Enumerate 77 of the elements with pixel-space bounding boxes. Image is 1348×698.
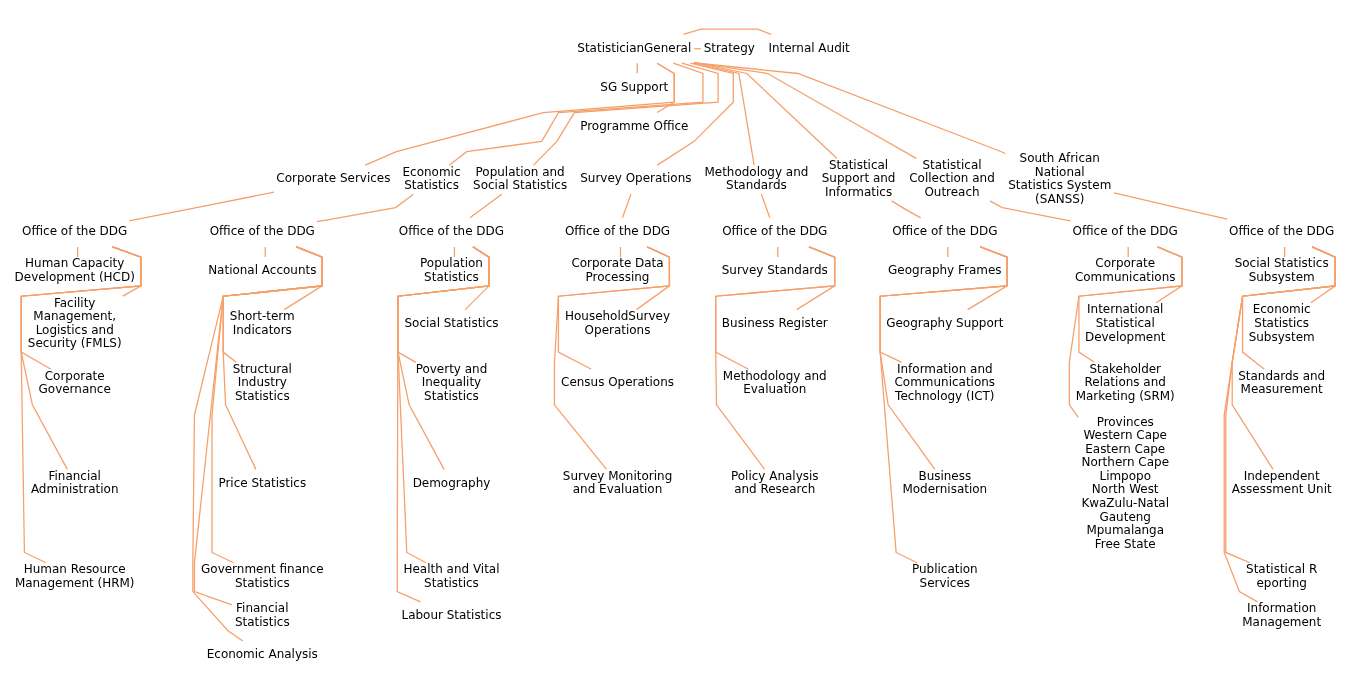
connector (693, 61, 1006, 154)
node-text: Provinces Western Cape Eastern Cape Northern Cape Limpopo North West KwaZulu-Natal Gauteng Mpumalanga Free State (1081, 414, 1170, 551)
node-text: Human Resource Management (HRM) (14, 561, 135, 590)
node-text: Economic Statistics Subsystem (1248, 301, 1315, 344)
node-text: Corporate Governance (38, 368, 111, 396)
connector (1068, 245, 1183, 418)
node-text: Corporate Data Processing (571, 255, 664, 284)
node-text: Poverty and Inequality Statistics (415, 361, 488, 403)
node-text: Survey Standards (721, 262, 828, 277)
node-text: Standards and Measurement (1238, 368, 1326, 396)
node-text: Office of the DDG (722, 223, 828, 238)
node-text: Census Operations (561, 374, 675, 389)
connector (1113, 191, 1228, 220)
node-text: StatisticianGeneral (577, 40, 692, 55)
node-text: Economic Analysis (206, 646, 318, 661)
node-text: Strategy (703, 40, 755, 55)
node-text: Demography (412, 475, 491, 490)
connector (128, 191, 275, 221)
node-text: Stakeholder Relations and Marketing (SRM) (1075, 361, 1175, 403)
connector (682, 28, 772, 35)
node-text: Survey Monitoring and Evaluation (562, 468, 673, 496)
node-text: Office of the DDG (22, 223, 128, 238)
node-text: Corporate Communications (1074, 255, 1176, 284)
node-text: Statistical Collection and Outreach (909, 157, 995, 199)
node-text: Structural Industry Statistics (232, 361, 292, 403)
node-text: Information and Communications Technology (ICT) (894, 361, 996, 403)
connector (692, 62, 755, 166)
node-text: Programme Office (580, 118, 689, 133)
node-text: SG Support (600, 79, 669, 94)
connector (469, 193, 503, 218)
node-text: Methodology and Standards (704, 164, 809, 192)
connector (316, 193, 414, 222)
node-text: Human Capacity Development (HCD) (14, 255, 135, 284)
node-text: Price Statistics (218, 475, 307, 490)
node-text: Survey Operations (580, 170, 692, 185)
node-text: Economic Statistics (402, 164, 461, 192)
node-text: Information Management (1242, 600, 1322, 629)
node-text: International Statistical Development (1084, 301, 1166, 344)
node-text: Social Statistics Subsystem (1234, 255, 1329, 284)
node-text: Population and Social Statistics (473, 164, 568, 192)
node-text: Publication Services (911, 561, 978, 590)
connector (989, 199, 1072, 222)
node-text: Office of the DDG (398, 223, 505, 238)
node-text: Geography Frames (888, 262, 1002, 277)
node-text: Short-term Indicators (229, 308, 295, 337)
node-text: Financial Statistics (234, 600, 290, 629)
node-text: Statistical R eporting (1246, 561, 1318, 590)
node-text: Business Register (721, 315, 828, 330)
node-text: Social Statistics (404, 315, 499, 330)
node-text: Facility Management, Logistics and Security (FMLS) (27, 295, 122, 350)
node-text: Statistical Support and Informatics (821, 157, 896, 199)
node-text: Geography Support (886, 315, 1004, 330)
node-text: Health and Vital Statistics (403, 561, 500, 590)
node-text: Corporate Services (276, 170, 391, 185)
node-text: Office of the DDG (892, 223, 998, 238)
connector (1127, 245, 1129, 258)
node-text: Methodology and Evaluation (722, 368, 827, 396)
node-text: Office of the DDG (209, 223, 315, 238)
node-text: Population Statistics (420, 255, 483, 284)
connector (760, 193, 771, 218)
connector (656, 62, 734, 166)
node-text: Independent Assessment Unit (1231, 468, 1332, 496)
node-text: HouseholdSurvey Operations (565, 308, 671, 337)
node-text: South African National Statistics System (SANSS) (1008, 150, 1112, 206)
node-text: Business Modernisation (902, 468, 988, 496)
node-text: Office of the DDG (1072, 223, 1178, 238)
node-text: Government finance Statistics (201, 561, 324, 590)
node-text: Office of the DDG (564, 223, 671, 238)
connector (1078, 245, 1183, 363)
node-text: Office of the DDG (1229, 223, 1335, 238)
connector (621, 193, 632, 218)
node-text: Labour Statistics (401, 607, 502, 622)
node-text: Financial Administration (30, 468, 119, 496)
node-text: Internal Audit (768, 40, 850, 55)
connector (891, 199, 922, 219)
node-text: Policy Analysis and Research (731, 468, 819, 496)
node-text: National Accounts (208, 262, 317, 277)
